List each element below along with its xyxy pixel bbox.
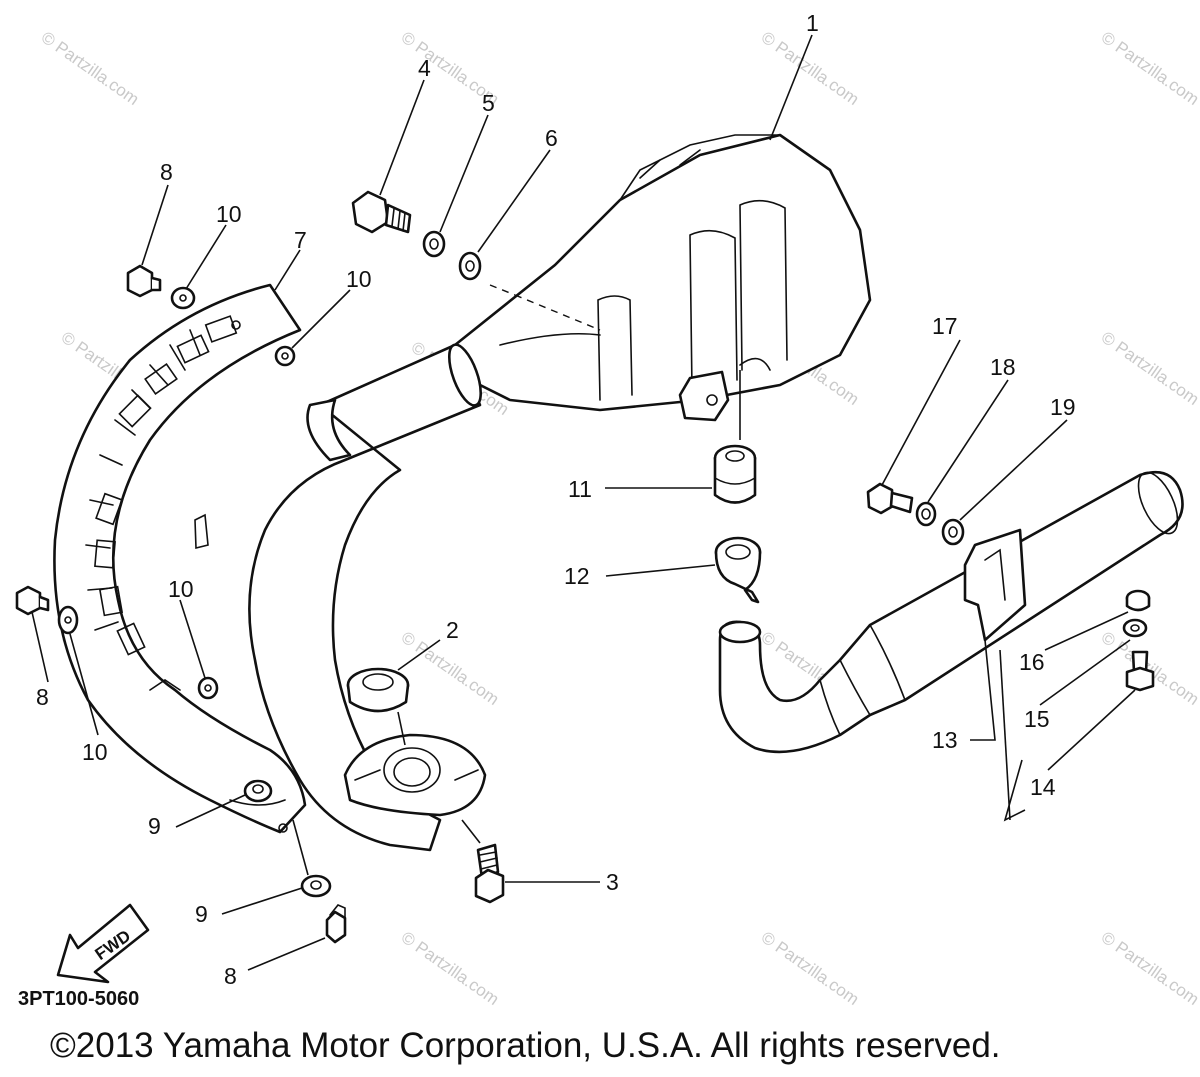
bolt-small-part — [15, 585, 50, 616]
callout-1: 1 — [806, 10, 819, 36]
watermark: © Partzilla.com — [1098, 628, 1200, 709]
watermark: © Partzilla.com — [398, 928, 503, 1009]
flange-part — [343, 733, 487, 817]
callout-8: 8 — [160, 159, 173, 185]
callout-4: 4 — [418, 55, 431, 81]
washer-small-part — [170, 286, 196, 310]
exhaust-pipe-part — [194, 343, 483, 852]
washer-small-part — [197, 676, 219, 700]
bolt-vertical-part — [1125, 650, 1155, 692]
callout-5: 5 — [482, 90, 495, 116]
silencer-lock-washer-part — [915, 501, 937, 527]
bolt-part — [351, 190, 412, 234]
callout-10: 10 — [216, 201, 242, 227]
silencer-bolt-part — [866, 482, 914, 515]
callout-numbers: 1 2 3 4 5 6 7 8 8 8 9 9 10 10 10 10 11 1… — [36, 10, 1076, 989]
callout-15: 15 — [1024, 706, 1050, 732]
clamp-part — [714, 536, 762, 604]
callout-14: 14 — [1030, 774, 1056, 800]
watermark: © Partzilla.com — [1098, 28, 1200, 109]
silencer-washer-part — [941, 518, 965, 546]
bolt-small-part — [325, 904, 347, 944]
watermark: © Partzilla.com — [38, 28, 143, 109]
damper-part — [713, 444, 757, 504]
callout-19: 19 — [1050, 394, 1076, 420]
watermark: © Partzilla.com — [1098, 928, 1200, 1009]
bolt-small-part — [126, 264, 162, 298]
collar-part — [243, 779, 273, 803]
callout-16: 16 — [1019, 649, 1045, 675]
watermark: © Partzilla.com — [1098, 328, 1200, 409]
callout-18: 18 — [990, 354, 1016, 380]
collar-part — [300, 874, 332, 898]
callout-8: 8 — [36, 684, 49, 710]
diagram-code: 3PT100-5060 — [18, 988, 140, 1010]
callout-12: 12 — [564, 563, 590, 589]
callout-10: 10 — [346, 266, 372, 292]
washer-small-part — [57, 605, 79, 635]
callout-11: 11 — [568, 476, 592, 502]
callout-17: 17 — [932, 313, 958, 339]
callout-3: 3 — [606, 869, 619, 895]
callout-10: 10 — [168, 576, 194, 602]
callout-13: 13 — [932, 727, 958, 753]
callout-9: 9 — [195, 901, 208, 927]
callout-10: 10 — [82, 739, 108, 765]
forward-arrow-icon: FWD — [56, 903, 150, 984]
callout-9: 9 — [148, 813, 161, 839]
heat-protector-part — [53, 283, 307, 834]
plain-washer-part — [458, 251, 482, 281]
gasket-part — [346, 667, 410, 713]
callout-2: 2 — [446, 617, 459, 643]
washer-small-part — [274, 345, 296, 367]
muffler-body-part — [453, 133, 872, 422]
silencer-part — [718, 470, 1184, 754]
callout-7: 7 — [294, 227, 307, 253]
flange-bolt-part — [474, 843, 505, 904]
watermark: © Partzilla.com — [758, 928, 863, 1009]
watermark-layer: © Partzilla.com © Partzilla.com © Partzi… — [38, 28, 1200, 1009]
callout-6: 6 — [545, 125, 558, 151]
lock-washer-part — [422, 230, 446, 258]
collar-small-part — [1125, 589, 1151, 612]
callout-8: 8 — [224, 963, 237, 989]
copyright-notice: ©2013 Yamaha Motor Corporation, U.S.A. A… — [50, 1026, 1001, 1065]
damper-small-part — [1122, 618, 1148, 638]
leader-lines — [31, 34, 1136, 971]
